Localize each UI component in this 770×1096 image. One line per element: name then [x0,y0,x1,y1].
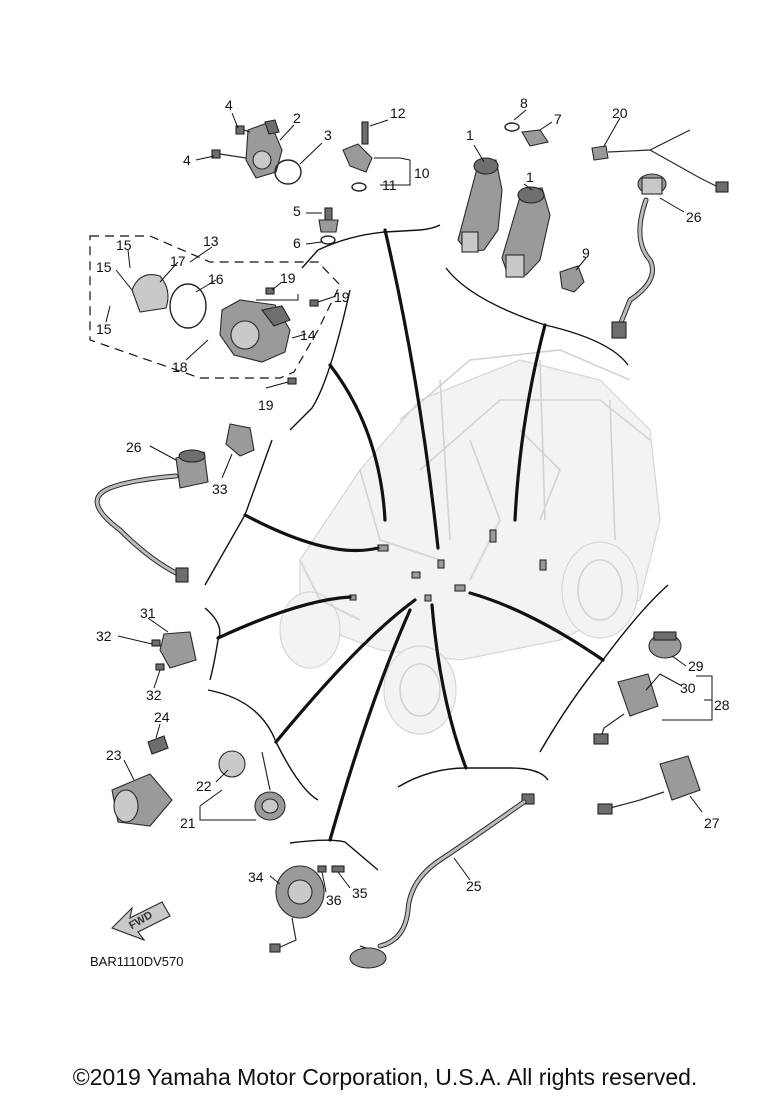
part-31-sensor [151,631,197,671]
callout-15: 15 [96,321,112,337]
callout-12: 12 [390,105,406,121]
group-brackets [204,224,669,871]
callout-20: 20 [612,105,628,121]
callout-36: 36 [326,892,342,908]
callout-32: 32 [96,628,112,644]
part-20-sensor [591,129,729,193]
fwd-arrow-icon [111,901,171,942]
callout-26: 26 [686,209,702,225]
callout-19: 19 [280,270,296,286]
part-4-bolts [211,125,251,159]
callout-25: 25 [466,878,482,894]
group-13-box [89,235,341,379]
part-34-horn [269,865,345,953]
callout-1: 1 [526,169,534,185]
callout-13: 13 [203,233,219,249]
vehicle-ghost [279,349,661,735]
part-25-sensor [349,793,535,969]
part-28-module [593,673,659,745]
callout-14: 14 [300,327,316,343]
callout-22: 22 [196,778,212,794]
callout-26: 26 [126,439,142,455]
callout-8: 8 [520,95,528,111]
part-19-bolts [265,287,319,385]
callout-19: 19 [334,289,350,305]
callout-28: 28 [714,697,730,713]
part-33-relay [225,423,255,457]
callout-35: 35 [352,885,368,901]
connector-lines [216,228,605,842]
part-1-coil-right [501,186,551,278]
part-3-oring [274,159,302,185]
callout-1: 1 [466,127,474,143]
callout-3: 3 [324,127,332,143]
part-26-sensor-left [94,449,209,583]
part-2-sensor [245,119,283,179]
callout-6: 6 [293,235,301,251]
part-16-gasket [169,283,207,329]
callout-33: 33 [212,481,228,497]
callout-leaders [105,109,713,893]
part-10-sensor [342,121,373,192]
callout-2: 2 [293,110,301,126]
callout-31: 31 [140,605,156,621]
part-5-sensor [318,207,339,245]
part-27-module [597,755,701,815]
callout-21: 21 [180,815,196,831]
callout-24: 24 [154,709,170,725]
callout-10: 10 [414,165,430,181]
parts [94,119,729,969]
callout-4: 4 [183,152,191,168]
callout-16: 16 [208,271,224,287]
callout-15: 15 [96,259,112,275]
part-22-cap [218,750,246,778]
part-23-switch [111,773,173,827]
copyright-notice: ©2019 Yamaha Motor Corporation, U.S.A. A… [72,1064,698,1090]
part-24-clip [147,735,169,755]
part-29-sensor [648,631,682,659]
callout-7: 7 [554,111,562,127]
callout-5: 5 [293,203,301,219]
callout-numbers: 1 1 2 3 4 4 5 6 7 8 9 10 11 12 13 14 15 … [90,95,730,969]
part-17-cover [131,274,169,313]
part-14-housing [219,299,291,363]
callout-29: 29 [688,658,704,674]
callout-11: 11 [382,177,397,193]
callout-23: 23 [106,747,122,763]
callout-18: 18 [172,359,188,375]
callout-34: 34 [248,869,264,885]
callout-9: 9 [582,245,590,261]
diagram-code: BAR1110DV570 [90,954,183,969]
callout-19: 19 [258,397,274,413]
part-9-sensor [559,265,585,293]
callout-17: 17 [170,253,186,269]
part-1-coil-left [457,157,503,253]
part-7-sensor [504,122,549,147]
callout-27: 27 [704,815,720,831]
part-26-sensor-top [611,173,667,339]
part-21-socket [254,751,286,821]
callout-30: 30 [680,680,696,696]
callout-15: 15 [116,237,132,253]
callout-32: 32 [146,687,162,703]
callout-4: 4 [225,97,233,113]
